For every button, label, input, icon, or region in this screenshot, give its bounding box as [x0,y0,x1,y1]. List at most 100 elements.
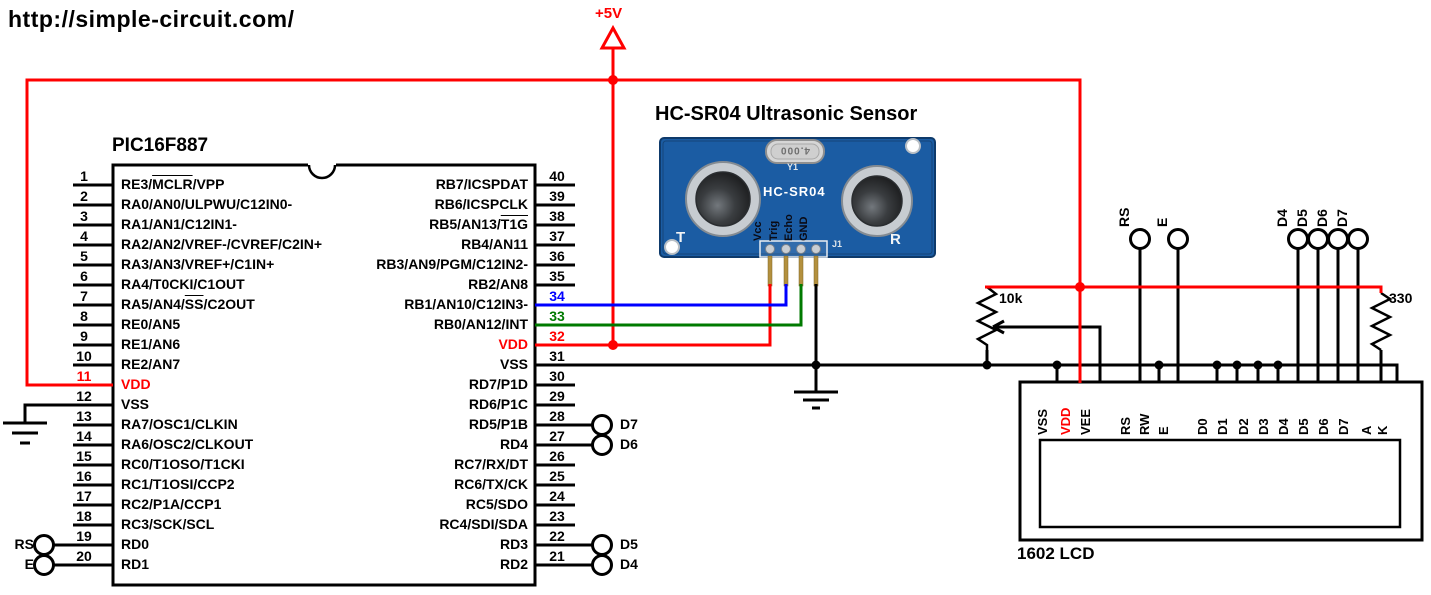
pin-number: 37 [549,228,565,244]
right-pin-stubs [535,183,575,527]
pin-label: RB2/AN8 [300,276,528,292]
lcd-pin-label: VDD [1057,407,1073,435]
sensor-title: HC-SR04 Ultrasonic Sensor [655,103,918,125]
pin-label: RC5/SDO [300,496,528,512]
pin-label: RA1/AN1/C12IN1- [121,216,237,232]
pin-number: 28 [549,408,565,424]
pin-number: 6 [80,268,88,284]
pic-title: PIC16F887 [112,135,209,156]
pin-label-part: RA6/OSC2/CLKOUT [121,436,254,452]
lcd-pin-label: K [1374,425,1390,435]
pin-label: RC6/TX/CK [300,476,528,492]
pin-label-part: VDD [121,376,151,392]
pin-number: 8 [80,308,88,324]
pin-label: RD5/P1B [300,416,528,432]
terminal-d4 [591,554,613,576]
terminal-circles [33,228,1369,576]
pin-number: 35 [549,268,565,284]
pin-label-part: RC0/T1OSO/T1CKI [121,456,245,472]
pin-label-part: RD7/P1D [468,376,528,392]
lcd-outline [1018,380,1424,542]
pin-label-part: VSS [121,396,150,412]
pin-label: RB1/AN10/C12IN3- [300,296,528,312]
pin-number: 19 [76,528,92,544]
pin-label: RB7/ICSPDAT [300,176,528,192]
pin-number: 16 [76,468,92,484]
pin-label-part: VSS [499,356,528,372]
pin-label: RB3/AN9/PGM/C12IN2- [300,256,528,272]
pin-label-part: RC7/RX/DT [454,456,528,472]
pin-number: 14 [76,428,92,444]
pin-label-part: SS [184,296,204,312]
pin-number: 20 [76,548,92,564]
pin-label-part: RC6/TX/CK [454,476,528,492]
vdd-loop-wire [25,78,1082,387]
lcd-signal-label: RS [1116,207,1132,227]
pin-number: 17 [76,488,92,504]
pin-label-part: RB1/AN10/C12IN3- [404,296,528,312]
pin-label: RB6/ICSPCLK [300,196,528,212]
mount-hole [664,239,680,255]
pin-number: 29 [549,388,565,404]
crystal-ref-label: Y1 [787,162,799,172]
sensor-board-label: HC-SR04 [763,184,826,199]
pin-label-part: RA3/AN3/VREF+/C1IN+ [121,256,275,272]
pin-label-part: RD1 [121,556,150,572]
sensor-pin-label: Vcc [752,221,764,241]
pin-label-part: RC3/SCK/SCL [121,516,215,532]
ground-symbol [3,421,47,445]
terminal-label: D4 [620,556,638,572]
pin-label: RD7/P1D [300,376,528,392]
pin-label: RE0/AN5 [121,316,180,332]
lcd-signal-label: D7 [1334,209,1350,227]
supply-5v-label: +5V [595,5,623,22]
pin-label-part: RA5/AN4/ [121,296,185,312]
transducer-t-label: T [676,229,686,246]
resistor-330-label: 330 [1389,290,1413,306]
pin-number: 11 [76,368,92,384]
pin-label-part: RB5/AN13/ [429,216,501,232]
pin-number: 32 [549,328,565,344]
sensor-pin-label: Echo [783,214,795,241]
pin-label-part: RE1/AN6 [121,336,181,352]
pin-label: RD2 [300,556,528,572]
pin-label: RE1/AN6 [121,336,180,352]
transducer-r-label: R [890,231,901,248]
pin-number: 10 [76,348,92,364]
lcd-signal-label: D6 [1314,209,1330,227]
pin-label: RB5/AN13/T1G [300,216,528,232]
pin-label: RA2/AN2/VREF-/CVREF/C2IN+ [121,236,322,252]
terminal-label: D6 [620,436,638,452]
terminal-e [33,554,55,576]
pin-number: 22 [549,528,565,544]
pin-label: RE2/AN7 [121,356,180,372]
pot-10k [975,286,999,350]
pin-label: RC3/SCK/SCL [121,516,214,532]
sensor-board [659,137,936,287]
pin-label: RC0/T1OSO/T1CKI [121,456,245,472]
pin-number: 18 [76,508,92,524]
lcd-pin-label: D3 [1255,418,1271,435]
pin-label: RA4/T0CKI/C1OUT [121,276,245,292]
pin-label-part: RD0 [121,536,150,552]
trig-wire [535,284,788,307]
pin-number: 30 [549,368,565,384]
pin-label: RD3 [300,536,528,552]
pin-number: 5 [80,248,88,264]
pin-number: 34 [549,288,565,304]
sensor-pin-label: Trig [768,220,780,241]
pin-number: 13 [76,408,92,424]
lcd-pin-label: D5 [1295,418,1311,435]
pin-label: RA7/OSC1/CLKIN [121,416,238,432]
left-pin-stubs [53,183,113,567]
pin-label: RA6/OSC2/CLKOUT [121,436,253,452]
junction-dots [608,75,1283,370]
pin-label-part: RE2/AN7 [121,356,181,372]
pin-number: 7 [80,288,88,304]
lcd-pin-label: RS [1117,416,1133,435]
pin-label-part: RB4/AN11 [461,236,528,252]
pin-label-part: VDD [498,336,528,352]
pin-number: 25 [549,468,565,484]
terminal-d7-lcd [1347,228,1369,250]
